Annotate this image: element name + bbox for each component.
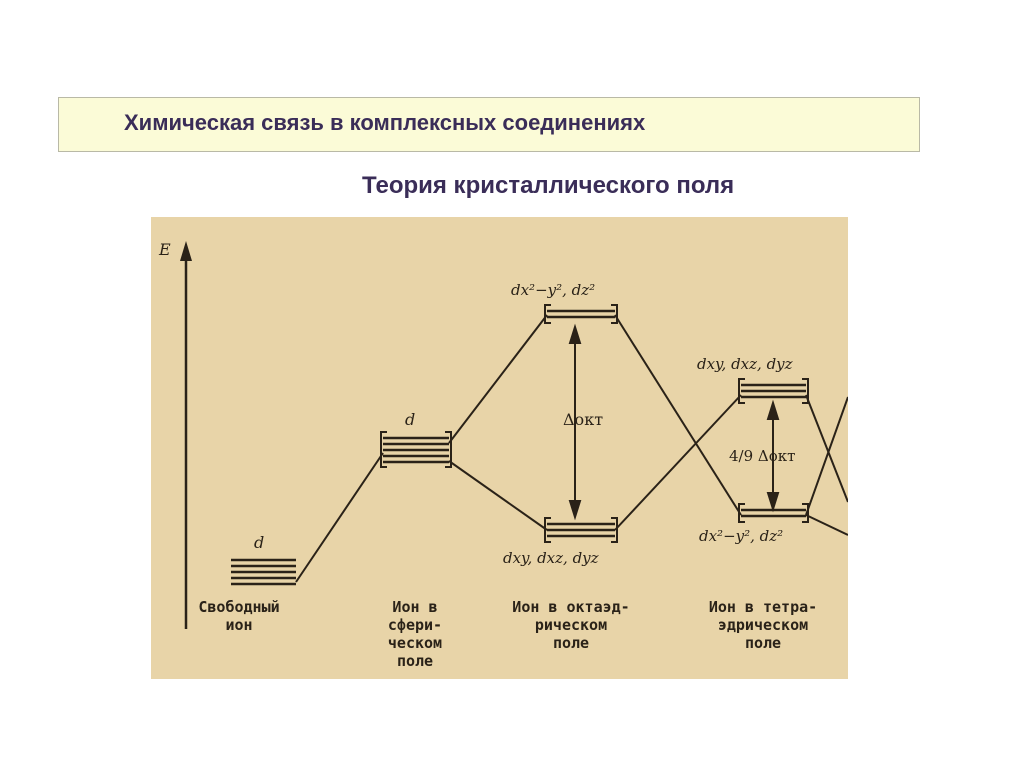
tet-lower-label: dx²−y², dz² <box>699 527 783 545</box>
oct-delta-label: Δокт <box>563 410 603 429</box>
free-ion-label: d <box>254 533 264 552</box>
oct-upper-level <box>544 304 618 324</box>
caption-tetrahedral-2: эдрическом <box>718 616 808 634</box>
caption-octahedral-1: Ион в октаэд- <box>512 598 629 616</box>
tet-delta-label: 4/9 Δокт <box>729 447 795 465</box>
tet-upper-level <box>738 378 809 404</box>
energy-axis: E <box>158 240 192 629</box>
caption-octahedral-3: поле <box>553 634 589 652</box>
title-box: Химическая связь в комплексных соединени… <box>58 97 920 152</box>
caption-spherical-1: Ион в <box>392 598 437 616</box>
crystal-field-diagram: E d <box>151 217 848 679</box>
spherical-label: d <box>405 410 415 429</box>
diagram-svg: E d <box>158 240 848 670</box>
free-ion-level <box>231 558 296 586</box>
oct-lower-label: dxy, dxz, dyz <box>503 549 599 567</box>
caption-spherical-3: ческом <box>388 634 442 652</box>
oct-delta-arrow <box>568 323 582 521</box>
caption-spherical-4: поле <box>397 652 433 670</box>
connector-lines <box>295 314 848 583</box>
oct-lower-level <box>544 517 618 543</box>
caption-tetrahedral-1: Ион в тетра- <box>709 598 817 616</box>
caption-octahedral-2: рическом <box>535 616 607 634</box>
caption-free-1: Свободный <box>198 598 279 616</box>
caption-tetrahedral-3: поле <box>745 634 781 652</box>
tet-upper-label: dxy, dxz, dyz <box>697 355 793 373</box>
caption-spherical-2: сфери- <box>388 616 442 634</box>
spherical-level <box>380 431 452 468</box>
caption-free-2: ион <box>225 616 252 634</box>
axis-label: E <box>158 240 171 259</box>
oct-upper-label: dx²−y², dz² <box>511 281 595 299</box>
captions: Свободный ион Ион в сфери- ческом поле И… <box>198 598 817 670</box>
tet-delta-arrow <box>766 399 780 513</box>
slide-title: Химическая связь в комплексных соединени… <box>124 110 646 135</box>
slide-subtitle: Теория кристаллического поля <box>362 172 735 199</box>
